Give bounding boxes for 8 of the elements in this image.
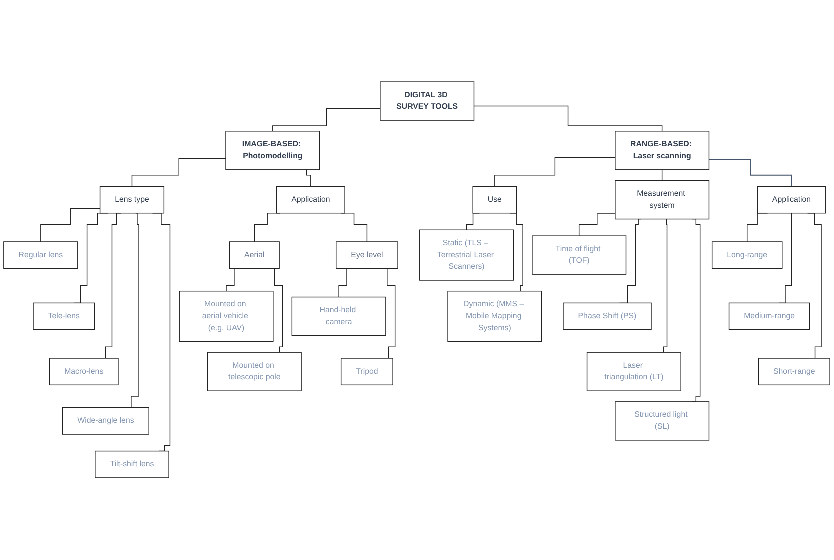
connector	[494, 157, 616, 188]
connector	[578, 214, 616, 236]
connector	[132, 158, 226, 188]
connector	[662, 170, 663, 182]
connector	[708, 159, 792, 188]
connector	[272, 108, 381, 132]
connector	[40, 208, 101, 242]
connector	[474, 106, 663, 132]
